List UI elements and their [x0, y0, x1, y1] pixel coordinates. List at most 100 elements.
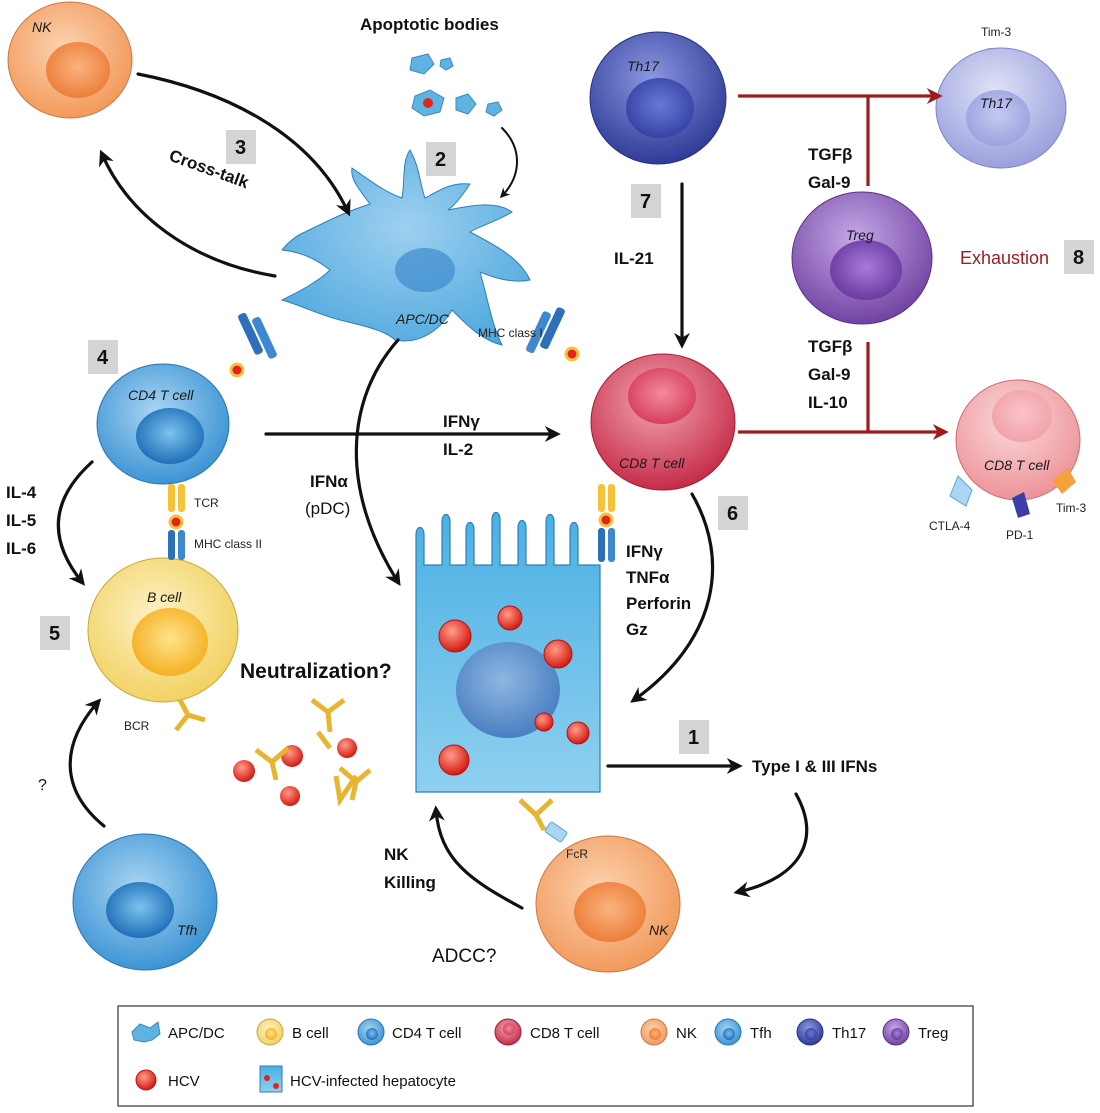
cd8-label: CD8 T cell — [619, 455, 685, 471]
cd4-t-cell: CD4 T cell — [96, 363, 230, 485]
svg-text:HCV: HCV — [168, 1073, 200, 1090]
step-6: 6 — [718, 496, 748, 530]
svg-text:HCV-infected hepatocyte: HCV-infected hepatocyte — [290, 1073, 456, 1090]
cd8-exhausted-label: CD8 T cell — [984, 457, 1050, 473]
arrow-nk-to-apc — [136, 72, 351, 217]
pd1-label: PD-1 — [1006, 528, 1034, 542]
svg-text:Tfh: Tfh — [750, 1025, 772, 1042]
step-5: 5 — [40, 616, 70, 650]
hcv-infected-hepatocyte — [415, 511, 601, 793]
step-1: 1 — [679, 720, 709, 754]
svg-text:6: 6 — [727, 503, 738, 525]
nk-cell-top: NK — [7, 1, 133, 119]
step-7: 7 — [631, 184, 661, 218]
apc-dc-cell: APC/DC — [280, 149, 531, 346]
tnfa-label: TNFα — [626, 568, 670, 587]
step-3: 3 — [226, 130, 256, 164]
cd8-t-cell: CD8 T cell — [590, 353, 736, 491]
il2-label: IL-2 — [443, 440, 473, 459]
gz-label: Gz — [626, 620, 648, 639]
svg-text:2: 2 — [435, 149, 446, 171]
mhc-class-i-label: MHC class I — [478, 326, 543, 340]
legend-item-nk: NK — [640, 1018, 697, 1046]
legend-item-cd4: CD4 T cell — [357, 1018, 461, 1046]
tim3-top-label: Tim-3 — [981, 25, 1012, 39]
legend-item-hcv: HCV — [135, 1069, 200, 1091]
bcr-receptor — [174, 698, 206, 732]
arrow-cd8-to-hepatocyte — [630, 492, 715, 703]
legend-item-hepatocyte: HCV-infected hepatocyte — [259, 1065, 456, 1093]
mhc-class-ii-label: MHC class II — [194, 537, 262, 551]
legend-item-bcell: B cell — [256, 1018, 329, 1046]
il5-label: IL-5 — [6, 511, 36, 530]
question-label: ? — [38, 777, 47, 794]
hcv-particles-hepatocyte — [438, 605, 590, 776]
nk-top-label: NK — [32, 19, 52, 35]
bcell-label: B cell — [147, 589, 182, 605]
arrow-apc-to-nk — [99, 149, 277, 278]
legend-item-th17: Th17 — [796, 1018, 866, 1046]
legend-item-cd8: CD8 T cell — [494, 1018, 599, 1046]
legend-item-treg: Treg — [882, 1018, 948, 1046]
ifna-label: IFNα — [310, 472, 348, 491]
step-2: 2 — [426, 142, 456, 176]
th17-right-label: Th17 — [980, 95, 1013, 111]
adcc-label: ADCC? — [432, 946, 496, 967]
gal9-bottom-label: Gal-9 — [808, 365, 851, 384]
il10-label: IL-10 — [808, 393, 848, 412]
ifng-eff-label: IFNγ — [626, 542, 663, 561]
gal9-top-label: Gal-9 — [808, 173, 851, 192]
svg-text:3: 3 — [235, 137, 246, 159]
pdc-label: (pDC) — [305, 499, 350, 518]
apc-label: APC/DC — [395, 311, 450, 327]
apoptotic-bodies-label: Apoptotic bodies — [360, 15, 499, 34]
nk-cell-bottom: NK — [535, 835, 681, 973]
svg-text:8: 8 — [1073, 247, 1084, 269]
tfh-label: Tfh — [177, 922, 197, 938]
il4-label: IL-4 — [6, 483, 37, 502]
arrow-cd4-to-bcell — [56, 460, 94, 586]
tim3-cd8-label: Tim-3 — [1056, 501, 1087, 515]
svg-text:7: 7 — [640, 191, 651, 213]
neutralization-label: Neutralization? — [240, 660, 392, 683]
svg-text:4: 4 — [97, 347, 109, 369]
arrow-apoptotic-to-apc — [499, 127, 518, 199]
nk-killing-2: Killing — [384, 873, 436, 892]
arrow-apc-to-hepatocyte — [354, 338, 401, 587]
svg-text:5: 5 — [49, 623, 60, 645]
neutralization-antibodies — [233, 698, 372, 807]
legend: APC/DC B cell CD4 T cell CD8 T cell NK T… — [117, 1005, 974, 1107]
bcr-label: BCR — [124, 719, 150, 733]
antibody-fcr — [518, 798, 568, 843]
svg-text:B cell: B cell — [292, 1025, 329, 1042]
tcr-mhc-cd8-hepatocyte — [598, 484, 615, 562]
arrow-tfh-to-bcell — [68, 698, 106, 828]
svg-text:CD8 T cell: CD8 T cell — [530, 1025, 599, 1042]
fcr-label: FcR — [566, 847, 588, 861]
cd4-label: CD4 T cell — [128, 387, 194, 403]
step-4: 4 — [88, 340, 118, 374]
svg-text:Th17: Th17 — [832, 1025, 866, 1042]
legend-item-apc: APC/DC — [131, 1021, 225, 1043]
treg-label: Treg — [846, 227, 874, 243]
arrow-nk-killing — [428, 805, 524, 910]
mhc-tcr-apc-cd4 — [229, 312, 277, 378]
arrow-ifns-to-nk — [733, 792, 809, 898]
svg-text:Treg: Treg — [918, 1025, 948, 1042]
treg-cell: Treg — [791, 191, 933, 325]
th17-left-label: Th17 — [627, 58, 660, 74]
svg-text:APC/DC: APC/DC — [168, 1025, 225, 1042]
il6-label: IL-6 — [6, 539, 36, 558]
cd8-t-cell-exhausted: CD8 T cell CTLA-4 PD-1 Tim-3 — [929, 379, 1087, 542]
svg-text:NK: NK — [676, 1025, 697, 1042]
b-cell: B cell — [87, 557, 239, 703]
svg-text:1: 1 — [688, 727, 699, 749]
tfh-cell: Tfh — [72, 833, 218, 971]
tgfb-bottom-label: TGFβ — [808, 337, 852, 356]
tcr-label: TCR — [194, 496, 219, 510]
tcr-mhc-cd4-bcell — [168, 484, 185, 560]
perforin-label: Perforin — [626, 594, 691, 613]
tgfb-top-label: TGFβ — [808, 145, 852, 164]
legend-item-tfh: Tfh — [714, 1018, 772, 1046]
